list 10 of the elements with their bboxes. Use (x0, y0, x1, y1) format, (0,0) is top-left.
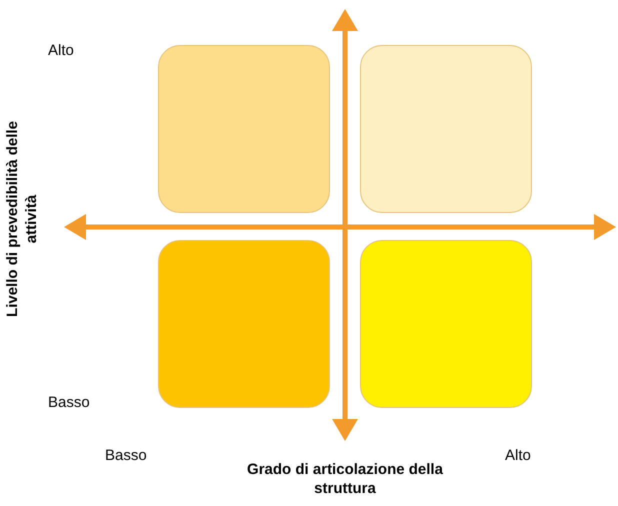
axis-label: Alto (505, 446, 531, 466)
axis-label: Livello di prevedibilità delle attività (3, 120, 41, 319)
axis-label: Basso (48, 393, 90, 413)
quadrant-box (158, 240, 330, 408)
axis-label: Alto (48, 41, 74, 61)
axis-label: Grado di articolazione della struttura (246, 460, 444, 498)
quadrant-box (360, 45, 532, 213)
axis-label: Basso (105, 446, 147, 466)
quadrant-box (158, 45, 330, 213)
quadrant-box (360, 240, 532, 408)
